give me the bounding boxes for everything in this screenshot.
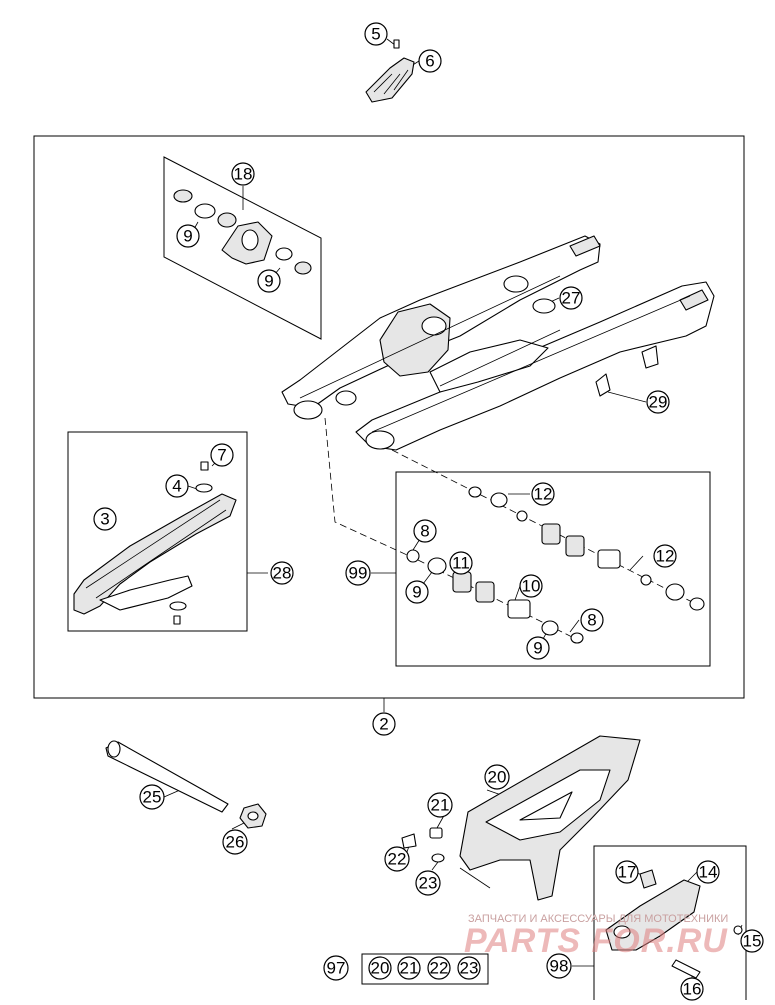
callout-3: 3 [93, 507, 117, 531]
svg-text:98: 98 [550, 957, 569, 976]
callout-17: 17 [615, 860, 639, 884]
svg-text:10: 10 [522, 577, 541, 596]
svg-text:11: 11 [452, 554, 470, 573]
chain-slider-box [67, 431, 248, 632]
callout-9: 9 [176, 224, 200, 248]
pivot-kit-box [163, 156, 322, 340]
callout-2: 2 [372, 712, 396, 736]
callout-5: 5 [364, 22, 388, 46]
callouts: 5 6 18 9 9 27 29 7 4 3 28 12 8 11 99 9 1… [93, 22, 764, 1001]
callout-11: 11 [449, 551, 473, 575]
callout-10: 10 [519, 574, 543, 598]
callout-18: 18 [231, 162, 255, 186]
svg-text:6: 6 [425, 52, 434, 71]
callout-28: 28 [270, 561, 294, 585]
svg-text:25: 25 [143, 788, 162, 807]
svg-text:9: 9 [412, 583, 421, 602]
svg-text:22: 22 [388, 850, 407, 869]
svg-text:21: 21 [431, 796, 450, 815]
svg-text:9: 9 [264, 272, 273, 291]
svg-text:3: 3 [100, 510, 109, 529]
svg-text:8: 8 [420, 522, 429, 541]
svg-text:27: 27 [562, 289, 581, 308]
svg-text:97: 97 [327, 959, 346, 978]
kit-97-group-box [361, 953, 489, 985]
svg-text:21: 21 [400, 959, 419, 978]
svg-text:29: 29 [649, 393, 668, 412]
callout-9: 9 [526, 636, 550, 660]
svg-text:9: 9 [183, 227, 192, 246]
svg-text:15: 15 [743, 932, 762, 951]
callout-26: 26 [222, 829, 248, 855]
svg-text:20: 20 [371, 959, 390, 978]
chain-guide [401, 735, 641, 901]
callout-9: 9 [257, 269, 281, 293]
main-assembly-frame [33, 135, 745, 699]
svg-text:4: 4 [172, 477, 181, 496]
callout-27: 27 [559, 286, 583, 310]
watermark-tagline: ЗАПЧАСТИ И АКСЕССУАРЫ ДЛЯ МОТОТЕХНИКИ [468, 913, 728, 925]
callout-15: 15 [740, 929, 764, 953]
callout-7: 7 [210, 443, 234, 467]
svg-text:7: 7 [217, 446, 226, 465]
callout-97: 97 [323, 955, 349, 981]
chain-guide-block [365, 39, 415, 103]
svg-text:9: 9 [533, 639, 542, 658]
svg-text:17: 17 [618, 863, 637, 882]
svg-text:2: 2 [379, 715, 388, 734]
svg-text:22: 22 [430, 959, 449, 978]
svg-text:12: 12 [534, 485, 553, 504]
watermark-brand: PARTS FOR.RU [464, 922, 728, 960]
svg-text:5: 5 [371, 25, 380, 44]
callout-21: 21 [427, 792, 453, 818]
svg-text:8: 8 [587, 611, 596, 630]
callout-12: 12 [531, 482, 555, 506]
bearing-kit-box [395, 471, 711, 667]
callout-20: 20 [484, 764, 510, 790]
callout-12: 12 [653, 544, 677, 568]
swingarm [281, 235, 715, 451]
callout-99: 99 [345, 560, 371, 586]
svg-text:28: 28 [273, 564, 292, 583]
callout-9: 9 [405, 580, 429, 604]
svg-text:14: 14 [699, 863, 718, 882]
svg-text:23: 23 [419, 874, 438, 893]
callout-23: 23 [457, 956, 481, 980]
svg-text:16: 16 [683, 980, 702, 999]
callout-98: 98 [546, 953, 572, 979]
svg-text:23: 23 [460, 959, 479, 978]
svg-text:20: 20 [488, 768, 507, 787]
callout-6: 6 [418, 49, 442, 73]
callout-20: 20 [368, 956, 392, 980]
watermark: ЗАПЧАСТИ И АКСЕССУАРЫ ДЛЯ МОТОТЕХНИКИ PA… [464, 913, 728, 960]
svg-text:99: 99 [349, 564, 368, 583]
svg-text:18: 18 [234, 165, 253, 184]
callout-4: 4 [165, 474, 189, 498]
bushing-27 [532, 298, 556, 314]
bearing-kit-parts [406, 486, 705, 644]
svg-text:12: 12 [656, 547, 675, 566]
callout-22: 22 [384, 846, 410, 872]
leader-lines [163, 38, 743, 985]
callout-16: 16 [680, 977, 704, 1001]
callout-23: 23 [415, 870, 441, 896]
callout-21: 21 [397, 956, 421, 980]
callout-29: 29 [646, 390, 670, 414]
pivot-kit-parts [173, 189, 312, 275]
chain-guide-kit-box [593, 845, 747, 1000]
svg-text:26: 26 [226, 833, 245, 852]
callout-8: 8 [413, 519, 437, 543]
chain-guide-insert [605, 869, 743, 979]
callout-22: 22 [427, 956, 451, 980]
pivot-shaft [105, 740, 267, 829]
callout-8: 8 [580, 608, 604, 632]
callout-25: 25 [139, 784, 165, 810]
callout-14: 14 [696, 860, 720, 884]
chain-slider [73, 461, 237, 625]
